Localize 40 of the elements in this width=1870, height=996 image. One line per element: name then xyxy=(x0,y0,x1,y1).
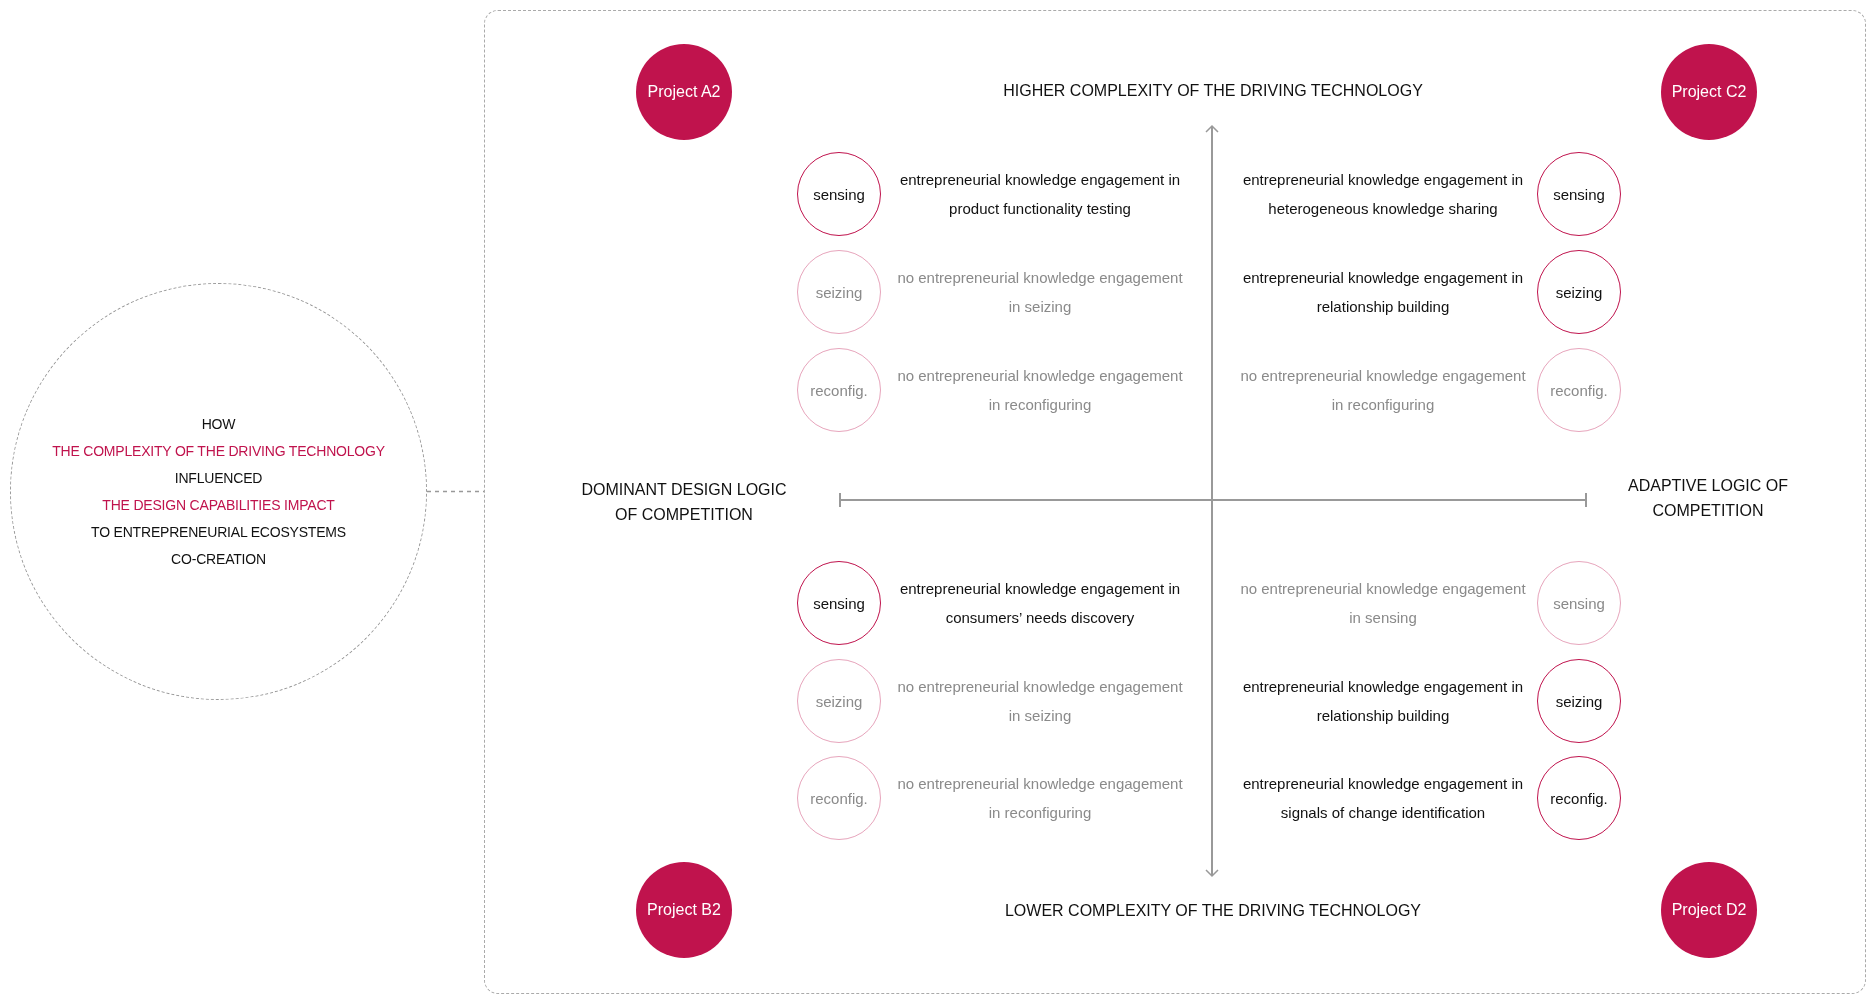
description-text: no entrepreneurial knowledge engagement in reconfiguring xyxy=(896,774,1184,823)
question-text: THE COMPLEXITY OF THE DRIVING TECHNOLOGY xyxy=(52,443,385,459)
description-text: entrepreneurial knowledge engagement in heterogeneous knowledge sharing xyxy=(1241,170,1525,219)
description-text: no entrepreneurial knowledge engagement in reconfiguring xyxy=(1239,366,1527,415)
capability-circle: seizing xyxy=(797,250,881,334)
question-text: THE DESIGN CAPABILITIES IMPACT xyxy=(102,497,335,513)
axis-label: LOWER COMPLEXITY OF THE DRIVING TECHNOLOGY xyxy=(1003,900,1423,921)
description-text: no entrepreneurial knowledge engagement in sensing xyxy=(1239,579,1527,628)
axis-label: HIGHER COMPLEXITY OF THE DRIVING TECHNOLOGY xyxy=(1002,80,1424,101)
description-text: entrepreneurial knowledge engagement in relationship building xyxy=(1241,268,1525,317)
question-text: HOW xyxy=(201,416,236,432)
axis-label: ADAPTIVE LOGIC OF COMPETITION xyxy=(1627,476,1789,521)
description-text: no entrepreneurial knowledge engagement in seizing xyxy=(896,677,1184,726)
question-text: TO ENTREPRENEURIAL ECOSYSTEMS xyxy=(91,524,346,540)
capability-circle: sensing xyxy=(797,152,881,236)
axis-label: DOMINANT DESIGN LOGIC OF COMPETITION xyxy=(580,480,788,525)
description-text: entrepreneurial knowledge engagement in product functionality testing xyxy=(898,170,1182,219)
capability-circle: reconfig. xyxy=(1537,756,1621,840)
description-text: no entrepreneurial knowledge engagement in seizing xyxy=(896,268,1184,317)
capability-circle: seizing xyxy=(1537,250,1621,334)
project-circle: Project B2 xyxy=(636,862,732,958)
project-circle: Project D2 xyxy=(1661,862,1757,958)
capability-circle: sensing xyxy=(1537,561,1621,645)
capability-circle: sensing xyxy=(1537,152,1621,236)
dashed-panel xyxy=(484,10,1866,994)
description-text: entrepreneurial knowledge engagement in relationship building xyxy=(1241,677,1525,726)
description-text: no entrepreneurial knowledge engagement in reconfiguring xyxy=(896,366,1184,415)
capability-circle: reconfig. xyxy=(797,756,881,840)
description-text: entrepreneurial knowledge engagement in signals of change identification xyxy=(1241,774,1525,823)
description-text: entrepreneurial knowledge engagement in consumers’ needs discovery xyxy=(898,579,1182,628)
capability-circle: seizing xyxy=(797,659,881,743)
capability-circle: sensing xyxy=(797,561,881,645)
project-circle: Project C2 xyxy=(1661,44,1757,140)
capability-circle: seizing xyxy=(1537,659,1621,743)
capability-circle: reconfig. xyxy=(1537,348,1621,432)
question-text: CO-CREATION xyxy=(171,551,266,567)
capability-circle: reconfig. xyxy=(797,348,881,432)
connector-line xyxy=(426,490,485,493)
project-circle: Project A2 xyxy=(636,44,732,140)
question-text: INFLUENCED xyxy=(174,470,263,486)
